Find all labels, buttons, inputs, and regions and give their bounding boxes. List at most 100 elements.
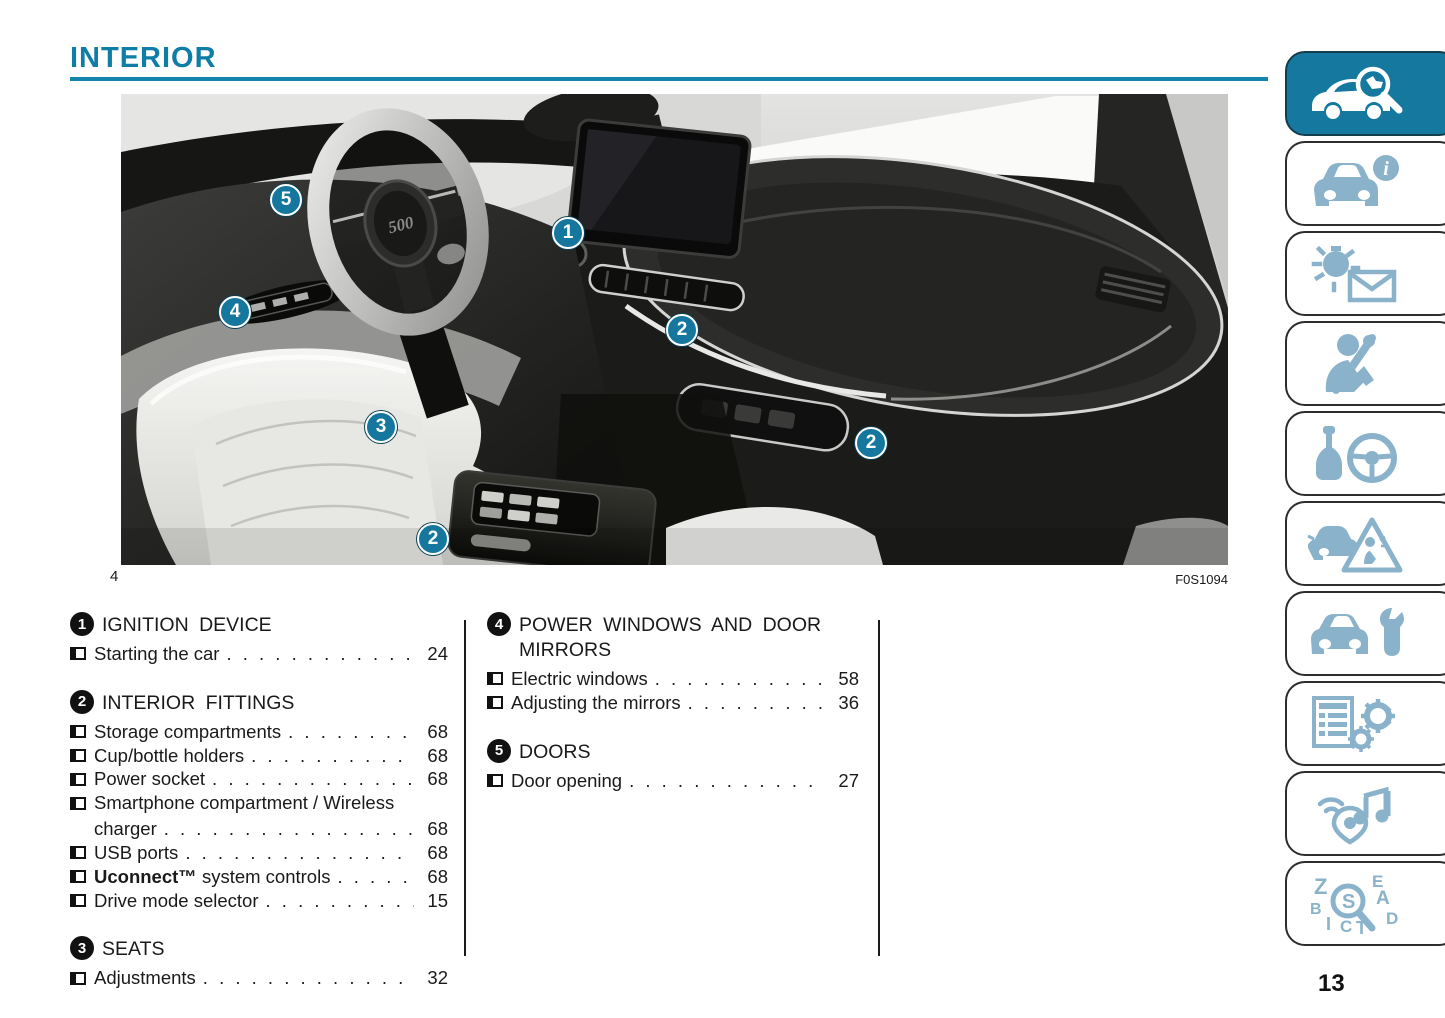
dot-leader	[185, 842, 414, 864]
section-title: DOORS	[519, 740, 591, 763]
square-bullet-icon	[70, 772, 86, 786]
toc-entry: Adjusting the mirrors 36	[487, 692, 859, 714]
car-warning-triangle-icon	[1307, 517, 1403, 572]
square-bullet-icon	[70, 893, 86, 907]
sidebar-tab-technical-data[interactable]	[1285, 681, 1445, 766]
toc-section-doors: 5 DOORS Door opening 27	[487, 738, 859, 792]
dot-leader	[629, 770, 825, 792]
toc-page-number: 24	[427, 642, 448, 664]
toc-entry-continuation: charger 68	[70, 818, 448, 840]
toc-page-number: 27	[838, 769, 859, 791]
toc-page-number: 68	[427, 818, 448, 840]
toc-column-right: 4 POWER WINDOWS AND DOOR MIRRORS Electri…	[487, 612, 859, 816]
callout-2a: 2	[666, 314, 698, 346]
sidebar-tab-servicing-and-care[interactable]	[1285, 591, 1445, 676]
page-number: 13	[1318, 970, 1345, 997]
square-bullet-icon	[70, 846, 86, 860]
callout-4: 4	[219, 296, 251, 328]
car-info-icon: i	[1314, 154, 1399, 206]
callout-1: 1	[552, 217, 584, 249]
toc-entry: Door opening 27	[487, 770, 859, 792]
toc-page-number: 15	[427, 889, 448, 911]
svg-text:D: D	[1386, 909, 1398, 928]
dot-leader	[655, 668, 825, 690]
dot-leader	[251, 745, 414, 767]
car-interior-search-icon	[1312, 66, 1403, 119]
sidebar-tab-safety[interactable]	[1285, 321, 1445, 406]
section-title: POWER WINDOWS AND DOOR MIRRORS	[519, 614, 822, 661]
sidebar-tab-index[interactable]: Z E B A I C T D S	[1285, 861, 1445, 946]
section-number-badge: 2	[70, 689, 94, 714]
dot-leader	[266, 890, 414, 912]
seatbelt-person-icon	[1325, 333, 1376, 394]
svg-text:I: I	[1326, 914, 1331, 934]
dot-leader	[288, 721, 414, 743]
section-title: INTERIOR FITTINGS	[102, 691, 295, 714]
callout-3: 3	[365, 411, 397, 443]
callout-2c: 2	[417, 523, 449, 555]
dot-leader	[164, 818, 414, 840]
sidebar-tab-multimedia[interactable]	[1285, 771, 1445, 856]
toc-page-number: 68	[427, 744, 448, 766]
section-title: IGNITION DEVICE	[102, 614, 272, 636]
callout-2b: 2	[855, 427, 887, 459]
sidebar-tab-in-an-emergency[interactable]	[1285, 501, 1445, 586]
toc-entry: Uconnect™ system controls 68	[70, 866, 448, 888]
dot-leader	[212, 768, 414, 790]
toc-page-number: 32	[427, 967, 448, 989]
toc-entry: Adjustments 32	[70, 967, 448, 989]
toc-column-left: 1 IGNITION DEVICE Starting the car 24 2 …	[70, 612, 448, 1014]
header-rule	[70, 77, 1268, 81]
toc-page-number: 58	[838, 667, 859, 689]
square-bullet-icon	[70, 971, 86, 985]
toc-page-number: 68	[427, 841, 448, 863]
interior-photo: 500 5 1 4 2 3 2 2	[121, 94, 1228, 565]
square-bullet-icon	[487, 672, 503, 686]
callout-5: 5	[270, 184, 302, 216]
square-bullet-icon	[487, 773, 503, 787]
svg-text:S: S	[1342, 891, 1355, 913]
toc-section-power-windows: 4 POWER WINDOWS AND DOOR MIRRORS Electri…	[487, 612, 859, 714]
toc-page-number: 68	[427, 865, 448, 887]
toc-entry: Power socket 68	[70, 768, 448, 790]
section-title: SEATS	[102, 938, 165, 961]
section-number-badge: 1	[70, 612, 94, 636]
section-number-badge: 4	[487, 612, 511, 636]
car-wrench-icon	[1311, 607, 1404, 656]
figure-caption-number: 4	[110, 568, 119, 585]
wifi-music-location-icon	[1317, 786, 1391, 845]
toc-page-number: 68	[427, 720, 448, 742]
square-bullet-icon	[70, 647, 86, 661]
dot-leader	[688, 692, 825, 714]
alphabetical-index-icon: Z E B A I C T D S	[1310, 872, 1398, 936]
toc-entry: Cup/bottle holders 68	[70, 745, 448, 767]
interior-photo-illustration: 500	[121, 94, 1228, 565]
dot-leader	[226, 643, 414, 665]
svg-text:B: B	[1310, 901, 1322, 918]
sidebar-tab-starting-and-driving[interactable]	[1285, 411, 1445, 496]
square-bullet-icon	[70, 725, 86, 739]
toc-divider-2	[878, 620, 880, 956]
square-bullet-icon	[487, 696, 503, 710]
toc-section-ignition-device: 1 IGNITION DEVICE Starting the car 24	[70, 612, 448, 665]
toc-entry: Electric windows 58	[487, 668, 859, 690]
toc-entry: Smartphone compartment / Wireless	[70, 792, 448, 814]
svg-text:T: T	[1356, 918, 1367, 936]
toc-page-number: 36	[838, 691, 859, 713]
chapter-sidebar: i	[1285, 51, 1445, 951]
svg-text:Z: Z	[1314, 874, 1327, 899]
toc-entry: Starting the car 24	[70, 643, 448, 665]
section-number-badge: 3	[70, 936, 94, 961]
sidebar-tab-dashboard-and-controls[interactable]: i	[1285, 141, 1445, 226]
page-title: INTERIOR	[70, 42, 217, 74]
square-bullet-icon	[70, 748, 86, 762]
square-bullet-icon	[70, 870, 86, 884]
dot-leader	[337, 866, 414, 888]
toc-entry: USB ports 68	[70, 842, 448, 864]
svg-text:A: A	[1376, 888, 1390, 909]
toc-divider-1	[464, 620, 466, 956]
gear-knob-steering-wheel-icon	[1316, 425, 1397, 483]
list-gears-icon	[1312, 695, 1395, 752]
sidebar-tab-interior-overview[interactable]	[1285, 51, 1445, 136]
sidebar-tab-warning-lights-and-messages[interactable]	[1285, 231, 1445, 316]
